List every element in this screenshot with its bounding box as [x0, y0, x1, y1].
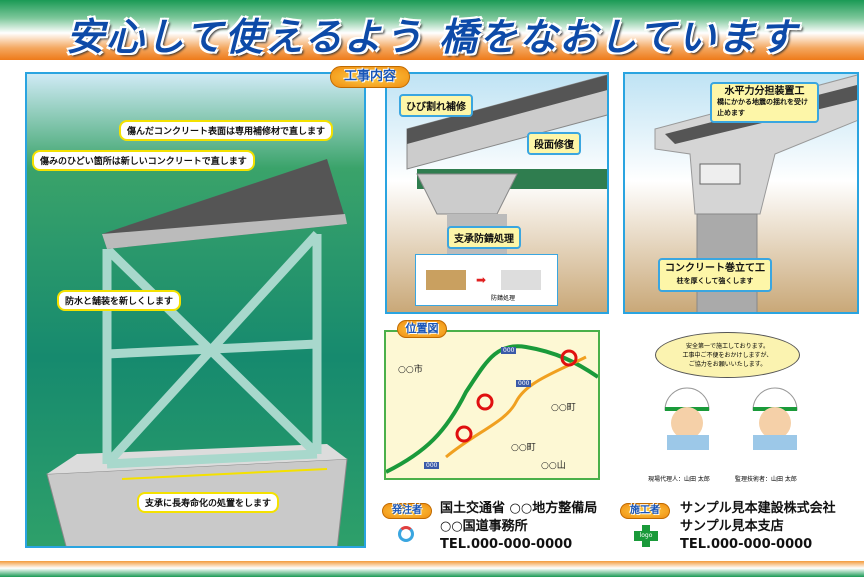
main-bridge-illustration: 傷んだコンクリート表面は専用補修材で直します 傷みのひどい箇所は新しいコンクリー…: [25, 72, 366, 548]
callout-horizontal-force-device: 水平力分担装置工 橋にかかる地震の揺れを受け止めます: [710, 82, 819, 123]
route-shield: 000: [501, 347, 517, 354]
callout-title: コンクリート巻立て工: [665, 263, 765, 274]
bottom-stripe: [0, 561, 864, 577]
callout-waterproof-paving: 防水と舗装を新しくします: [57, 290, 182, 311]
company-logo-icon: logo: [634, 525, 658, 547]
callout-new-concrete: 傷みのひどい箇所は新しいコンクリートで直します: [32, 150, 255, 171]
rusted-bearing-icon: [426, 270, 466, 290]
contractor-branch: サンプル見本支店: [680, 519, 784, 534]
site-marker: [455, 425, 473, 443]
map-label-city: ○○市: [398, 365, 423, 375]
contractor-info: サンプル見本建設株式会社 サンプル見本支店 TEL.000-000-0000: [680, 500, 836, 554]
header-band: [0, 0, 864, 60]
callout-concrete-jacketing: コンクリート巻立て工 柱を厚くして強くします: [658, 258, 772, 292]
section-badge-work-content: 工事内容: [330, 66, 410, 88]
contractor-phone: TEL.000-000-0000: [680, 537, 813, 552]
route-shield: 000: [516, 380, 532, 387]
speech-line: ご協力をお願いいたします。: [688, 361, 767, 368]
worker-illustrations: [664, 387, 798, 450]
orderer-name: 国土交通省 ○○地方整備局: [440, 501, 598, 516]
girder-repair-illustration: ひび割れ補修 段面修復 支承防錆処理 ➡ 防錆処理: [385, 72, 609, 314]
contractor-name: サンプル見本建設株式会社: [680, 501, 836, 516]
callout-surface-repair: 傷んだコンクリート表面は専用補修材で直します: [119, 120, 334, 141]
speech-line: 安全第一で施工しております。: [685, 343, 770, 350]
treated-bearing-icon: [501, 270, 541, 290]
truss-bridge-drawing: [46, 159, 348, 546]
map-badge: 位置図: [397, 320, 447, 338]
orderer-info: 国土交通省 ○○地方整備局 ○○国道事務所 TEL.000-000-0000: [440, 500, 597, 554]
map-label-mountain: ○○山: [541, 461, 566, 471]
callout-text: 柱を厚くして強くします: [676, 277, 754, 285]
callout-title: 水平力分担装置工: [724, 86, 805, 97]
pier-reinforcement-illustration: 水平力分担装置工 橋にかかる地震の揺れを受け止めます コンクリート巻立て工 柱を…: [623, 72, 859, 314]
callout-bearing-rustproof: 支承防錆処理: [447, 226, 521, 249]
site-marker: [560, 349, 578, 367]
contractor-badge: 施工者: [620, 503, 670, 519]
map-label-town: ○○町: [551, 403, 576, 413]
inset-label: 防錆処理: [491, 295, 516, 302]
speech-line: 工事中ご不便をおかけしますが、: [682, 352, 773, 359]
orderer-phone: TEL.000-000-0000: [440, 537, 573, 552]
logo-text: logo: [634, 531, 658, 541]
orderer-badge: 発注者: [382, 503, 432, 519]
ministry-logo-icon: [398, 526, 414, 542]
location-map: ○○市 ○○町 ○○町 ○○山 000 000 000: [384, 330, 600, 480]
callout-crack-repair: ひび割れ補修: [399, 94, 473, 117]
callout-bearing-treatment: 支承に長寿命化の処置をします: [137, 492, 280, 513]
supervising-engineer-name: 監理技術者：山田 太郎: [735, 476, 797, 483]
page-title: 安心して使えるよう 橋をなおしています: [66, 15, 798, 59]
site-agent-name: 現場代理人：山田 太郎: [648, 476, 710, 483]
orderer-office: ○○国道事務所: [440, 519, 528, 534]
callout-section-repair: 段面修復: [527, 132, 581, 155]
bearing-inset: ➡ 防錆処理: [415, 254, 558, 306]
map-label-town: ○○町: [511, 443, 536, 453]
callout-text: 橋にかかる地震の揺れを受け止めます: [717, 98, 808, 117]
route-shield: 000: [424, 462, 440, 469]
arrow-right-icon: ➡: [476, 273, 487, 287]
site-marker: [476, 393, 494, 411]
map-roads: [385, 344, 600, 474]
speech-bubble: 安全第一で施工しております。 工事中ご不便をおかけしますが、 ご協力をお願いいた…: [655, 332, 800, 378]
